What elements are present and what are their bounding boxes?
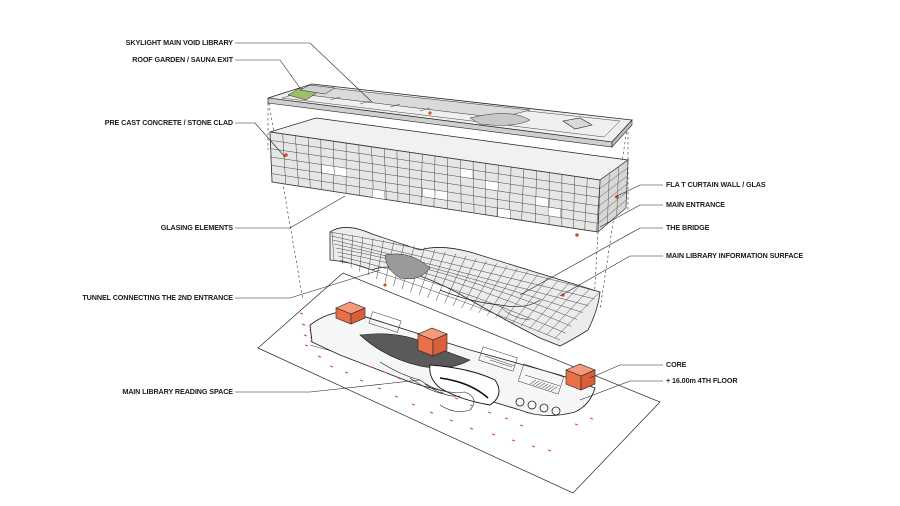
information-surface	[329, 227, 601, 347]
facade-block	[269, 117, 629, 237]
leader-lines	[235, 42, 663, 401]
label-core: CORE	[666, 360, 687, 369]
label-bridge: THE BRIDGE	[666, 223, 710, 232]
floor-plate	[309, 311, 596, 416]
annotation-labels: SKYLIGHT MAIN VOID LIBRARY ROOF GARDEN /…	[82, 38, 803, 396]
label-info-surface: MAIN LIBRARY INFORMATION SURFACE	[666, 251, 804, 260]
core-blocks	[335, 301, 596, 391]
label-roof-garden: ROOF GARDEN / SAUNA EXIT	[132, 55, 233, 64]
label-skylight: SKYLIGHT MAIN VOID LIBRARY	[126, 38, 234, 47]
label-precast: PRE CAST CONCRETE / STONE CLAD	[105, 118, 233, 127]
entrance-markers	[299, 312, 594, 452]
label-glasing: GLASING ELEMENTS	[161, 223, 234, 232]
roof-slab	[267, 83, 633, 148]
label-tunnel: TUNNEL CONNECTING THE 2ND ENTRANCE	[82, 293, 233, 302]
label-floor: + 16.00m 4TH FLOOR	[666, 376, 738, 385]
label-reading: MAIN LIBRARY READING SPACE	[122, 387, 233, 396]
label-curtain-wall: FLA T CURTAIN WALL / GLAS	[666, 180, 766, 189]
label-main-entrance: MAIN ENTRANCE	[666, 200, 725, 209]
